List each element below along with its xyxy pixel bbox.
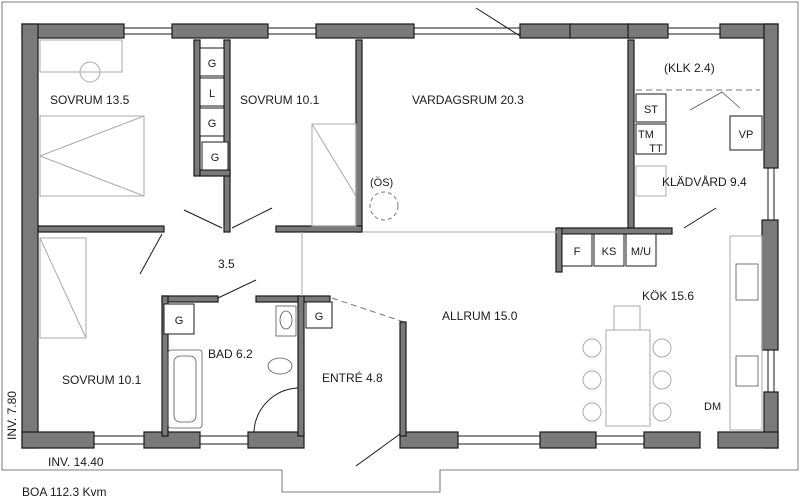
tt-label: TT bbox=[649, 143, 663, 155]
laundry-door bbox=[683, 207, 717, 229]
bed-2 bbox=[311, 123, 357, 227]
windows bbox=[94, 27, 775, 445]
table-leaf bbox=[613, 305, 641, 331]
room-label-entre: ENTRÉ 4.8 bbox=[322, 370, 383, 385]
wardrobe-g3-label: G bbox=[211, 152, 220, 164]
entre-cabinet-label: G bbox=[315, 311, 324, 323]
dimension-width: INV. 14.40 bbox=[48, 455, 104, 469]
dining-chairs bbox=[582, 338, 672, 422]
kitchen-sink bbox=[735, 355, 759, 387]
dining-table bbox=[605, 329, 651, 427]
micro-mu bbox=[625, 233, 657, 267]
stove bbox=[735, 263, 759, 301]
hall-doors bbox=[183, 207, 273, 229]
bathtub-inner bbox=[173, 355, 197, 423]
wardrobe-l bbox=[199, 77, 225, 107]
entre-dashed-line bbox=[331, 297, 405, 323]
room-label-sovrum-2: SOVRUM 10.1 bbox=[240, 93, 320, 107]
chair bbox=[79, 61, 101, 83]
room-label-hall: 3.5 bbox=[218, 257, 235, 271]
room-label-os: (ÖS) bbox=[370, 177, 393, 189]
sink bbox=[275, 305, 297, 337]
site-outline bbox=[1, 1, 799, 493]
exterior-walls bbox=[21, 23, 779, 449]
kitchen-counter bbox=[729, 235, 763, 431]
wardrobe-g3 bbox=[201, 141, 229, 171]
wardrobe-g2-label: G bbox=[208, 118, 217, 130]
appliance-vp bbox=[729, 115, 763, 151]
appliance-st bbox=[635, 93, 667, 123]
fireplace-marker bbox=[369, 191, 399, 221]
interior-walls bbox=[37, 39, 673, 437]
boa-area: BOA 112.3 Kvm bbox=[22, 485, 107, 499]
bath-cabinet-label: G bbox=[175, 315, 184, 327]
bed-1-cover bbox=[39, 115, 145, 197]
fridge-f bbox=[561, 233, 593, 267]
bed-3-cover bbox=[39, 237, 87, 339]
sink-bowl bbox=[279, 310, 293, 330]
room-label-vardagsrum: VARDAGSRUM 20.3 bbox=[412, 93, 524, 107]
ks-label: KS bbox=[602, 246, 617, 258]
vp-label: VP bbox=[739, 129, 754, 141]
desk bbox=[39, 39, 123, 73]
dishwasher-label: DM bbox=[704, 401, 721, 413]
f-label: F bbox=[574, 246, 581, 258]
dimension-height: INV. 7.80 bbox=[5, 391, 19, 440]
wardrobe-g1 bbox=[199, 47, 225, 77]
klk-door bbox=[689, 91, 741, 111]
mu-label: M/U bbox=[631, 246, 651, 258]
bed-2-cover bbox=[311, 123, 357, 197]
entrance-door bbox=[355, 433, 401, 467]
wardrobe-g2 bbox=[199, 107, 225, 137]
room-label-kok: KÖK 15.6 bbox=[642, 289, 694, 303]
bath-door-swing bbox=[253, 387, 299, 433]
wardrobe-l-label: L bbox=[209, 88, 215, 100]
entre-wall bbox=[399, 321, 407, 437]
wardrobe-g1-label: G bbox=[208, 58, 217, 70]
st-label: ST bbox=[644, 104, 658, 116]
room-label-sovrum-3: SOVRUM 10.1 bbox=[62, 373, 142, 387]
room-label-allrum: ALLRUM 15.0 bbox=[442, 309, 518, 323]
freezer-ks bbox=[593, 233, 625, 267]
bathtub bbox=[167, 349, 203, 429]
laundry-sink bbox=[635, 165, 667, 197]
appliance-tm-tt bbox=[635, 123, 667, 155]
bath-door bbox=[217, 279, 257, 299]
bed-1 bbox=[39, 115, 145, 197]
room-label-klk: (KLK 2.4) bbox=[664, 61, 715, 75]
veranda-door bbox=[475, 7, 521, 37]
bedroom-3-door bbox=[139, 233, 163, 275]
entre-cabinet-g bbox=[305, 301, 333, 329]
bath-cabinet-g bbox=[163, 303, 195, 335]
room-label-sovrum-1: SOVRUM 13.5 bbox=[50, 93, 130, 107]
tm-label: TM bbox=[638, 129, 654, 141]
room-divider bbox=[301, 231, 558, 296]
bed-3 bbox=[39, 237, 87, 339]
room-label-kladvard: KLÄDVÅRD 9.4 bbox=[662, 174, 747, 189]
toilet bbox=[267, 357, 293, 375]
room-label-bad: BAD 6.2 bbox=[208, 347, 253, 361]
